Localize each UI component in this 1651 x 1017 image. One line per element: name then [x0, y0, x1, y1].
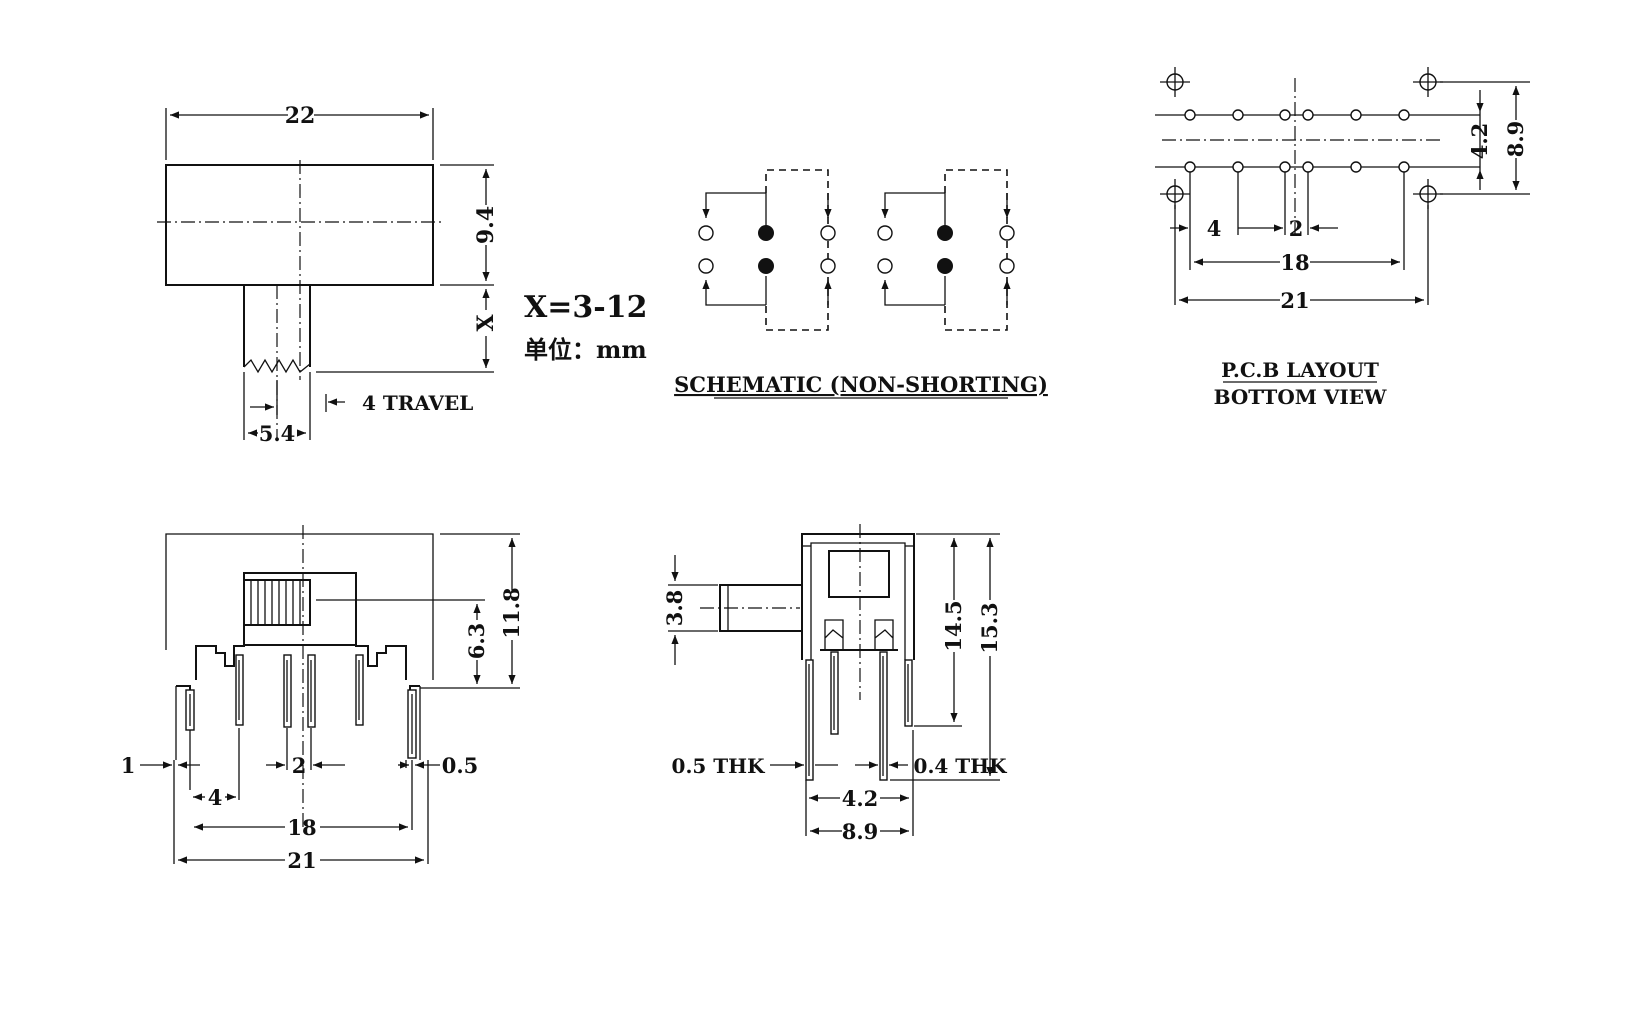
dim-mount-pitch-8-9: 8.9 — [1503, 121, 1528, 158]
mounting-hole — [1160, 67, 1190, 97]
travel-label: 4 TRAVEL — [362, 391, 473, 415]
schematic-terminal-common — [758, 258, 774, 274]
dim-width-22: 22 — [285, 103, 316, 129]
actuator-outline — [243, 285, 311, 367]
dim-row-pitch-4-2: 4.2 — [1467, 123, 1492, 160]
front-view: 11.8 6.3 1 4 2 0.5 18 21 — [121, 525, 524, 873]
top-view: 22 9.4 X 4 TRAVEL 5.4 X=3-12 单位：mm — [157, 103, 648, 446]
dim-actuator-5-4: 5.4 — [259, 421, 296, 446]
dim-span-18: 18 — [1280, 250, 1309, 275]
mounting-hole — [1413, 67, 1443, 97]
schematic-terminal-common — [937, 225, 953, 241]
dim-4: 4 — [208, 785, 223, 810]
dim-2: 2 — [292, 753, 307, 778]
schematic-terminal-open — [999, 225, 1015, 241]
schematic-terminal-open — [820, 225, 836, 241]
pcb-caption-line1: P.C.B LAYOUT — [1221, 358, 1379, 382]
mounting-hole — [1160, 179, 1190, 209]
label-0-5-thk: 0.5 THK — [672, 754, 766, 778]
dim-height-6-3: 6.3 — [464, 623, 489, 660]
pcb-pin-holes — [1184, 109, 1410, 173]
dim-14-5: 14.5 — [941, 600, 966, 651]
label-0-4-thk: 0.4 THK — [914, 754, 1008, 778]
dim-span-21: 21 — [1280, 288, 1309, 313]
dim-pitch-4: 4 — [1207, 216, 1222, 241]
dim-x: X — [473, 314, 499, 332]
schematic-pole-1 — [698, 169, 836, 331]
front-terminals — [185, 654, 417, 759]
schematic-terminal-common — [758, 225, 774, 241]
schematic: SCHEMATIC (NON-SHORTING) — [674, 169, 1048, 399]
dim-21: 21 — [287, 848, 316, 873]
schematic-terminal-open — [698, 258, 714, 274]
dim-0-5: 0.5 — [442, 753, 479, 778]
pcb-caption-line2: BOTTOM VIEW — [1214, 385, 1387, 409]
schematic-terminal-open — [999, 258, 1015, 274]
dim-8-9: 8.9 — [842, 819, 879, 844]
side-terminals — [805, 651, 913, 781]
dim-3-8: 3.8 — [662, 590, 687, 627]
dim-18: 18 — [287, 815, 316, 840]
schematic-terminal-common — [937, 258, 953, 274]
side-housing-outline — [801, 533, 915, 660]
schematic-terminal-open — [877, 225, 893, 241]
dim-4-2: 4.2 — [842, 786, 879, 811]
schematic-terminal-open — [877, 258, 893, 274]
pcb-layout: 4.2 8.9 4 2 18 21 P.C.B LAYOUT BOTTOM VI… — [1155, 67, 1530, 409]
dim-height-11-8: 11.8 — [499, 587, 524, 638]
side-view: 3.8 14.5 15.3 0.5 THK 0.4 THK 4.2 8.9 — [662, 524, 1007, 844]
schematic-pole-2 — [877, 169, 1015, 331]
unit-note: 单位：mm — [524, 335, 647, 364]
schematic-terminal-open — [698, 225, 714, 241]
dim-pitch-2: 2 — [1289, 216, 1304, 241]
mounting-hole — [1413, 179, 1443, 209]
schematic-terminal-open — [820, 258, 836, 274]
schematic-caption: SCHEMATIC (NON-SHORTING) — [674, 372, 1048, 397]
x-range-note: X=3-12 — [524, 290, 648, 325]
dim-1: 1 — [121, 753, 136, 778]
dim-height-9-4: 9.4 — [473, 206, 499, 244]
front-housing-outline — [195, 644, 407, 680]
dim-15-3: 15.3 — [977, 602, 1002, 653]
